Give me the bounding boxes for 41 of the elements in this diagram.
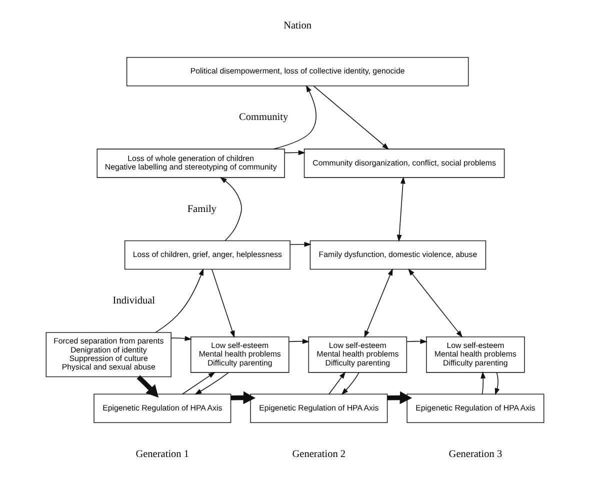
- arrow: [220, 176, 242, 242]
- node-box: Epigenetic Regulation of HPA Axis: [406, 394, 544, 424]
- arrow: [494, 372, 500, 396]
- arrow: [230, 391, 256, 404]
- arrow: [396, 176, 406, 242]
- node-box: Low self-esteem Mental health problems Difficulty parenting: [190, 336, 290, 373]
- label: Generation 3: [448, 448, 502, 460]
- arrow: [182, 372, 216, 394]
- label: Generation 2: [292, 448, 346, 460]
- label: Community: [239, 112, 288, 124]
- arrow: [313, 86, 390, 150]
- arrow: [284, 150, 306, 156]
- label: Individual: [112, 296, 156, 307]
- node-box: Family dysfunction, domestic violence, abuse: [310, 240, 486, 270]
- node-box: Epigenetic Regulation of HPA Axis: [250, 394, 388, 424]
- arrow: [341, 372, 360, 395]
- arrow: [364, 268, 393, 338]
- node-box: Loss of whole generation of children Negative labelling and stereotyping of community: [96, 148, 285, 178]
- node-box: Epigenetic Regulation of HPA Axis: [94, 394, 232, 424]
- arrow: [194, 372, 229, 395]
- arrow: [406, 338, 428, 344]
- arrow: [155, 268, 204, 333]
- node-box: Political disempowerment, loss of collective identity, genocide: [126, 56, 469, 86]
- node-box: Low self-esteem Mental health problems Difficulty parenting: [426, 336, 525, 373]
- arrow: [212, 269, 235, 338]
- arrow: [288, 338, 310, 344]
- label: Family: [187, 204, 216, 215]
- arrow: [136, 375, 159, 398]
- arrow: [480, 371, 486, 394]
- arrow: [273, 84, 316, 150]
- node-box: Low self-esteem Mental health problems Difficulty parenting: [308, 336, 408, 373]
- node-box: Community disorganization, conflict, social problems: [304, 148, 505, 178]
- arrow: [387, 391, 412, 404]
- arrow: [290, 242, 312, 247]
- node-box: Loss of children, grief, anger, helplessness: [124, 240, 290, 270]
- arrow: [328, 372, 346, 394]
- node-box: Forced separation from parents Denigration of identity Suppression of culture Physical and sexual abuse: [46, 332, 172, 378]
- arrow: [408, 268, 463, 338]
- label: Nation: [284, 20, 312, 32]
- arrow: [170, 336, 192, 341]
- label: Generation 1: [136, 448, 190, 460]
